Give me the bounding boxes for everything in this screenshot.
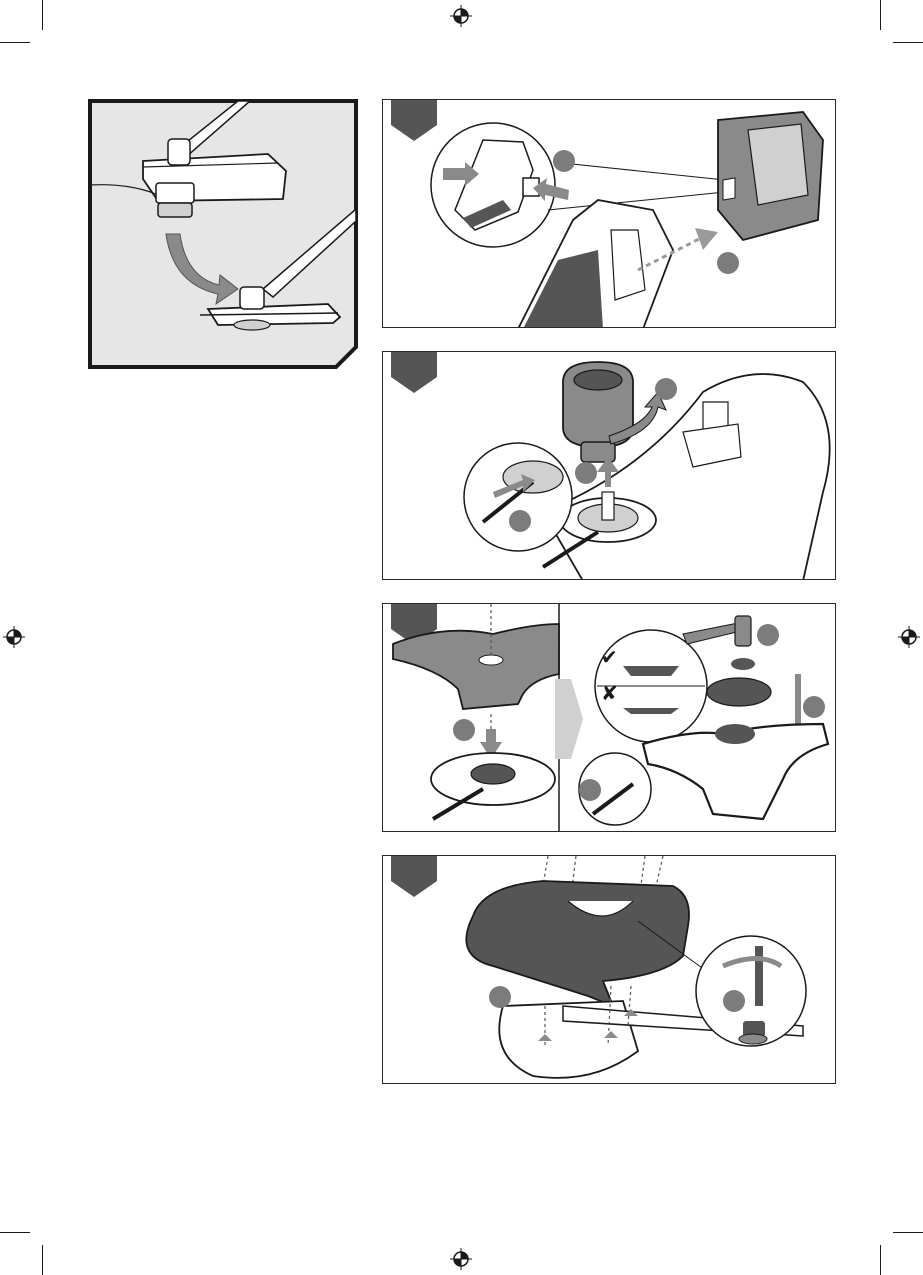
callout-marker: [717, 252, 739, 274]
crop-mark: [893, 42, 923, 43]
crop-mark: [893, 1232, 923, 1233]
callout-marker: [489, 986, 511, 1008]
callout-marker: [723, 990, 745, 1012]
registration-mark-icon: [898, 626, 920, 648]
guard-install-illustration: [383, 856, 836, 1084]
crop-mark: [0, 1232, 30, 1233]
callout-marker: [803, 696, 825, 718]
callout-marker: [453, 719, 475, 741]
battery-removal-illustration: [383, 100, 836, 328]
callout-marker: [579, 779, 601, 801]
crop-mark: [42, 0, 43, 30]
crop-mark: [0, 42, 30, 43]
step-4-panel: [382, 855, 836, 1084]
callout-marker: [509, 510, 531, 532]
step-3-panel: ✔ ✘: [382, 603, 836, 832]
registration-mark-icon: [450, 1248, 472, 1270]
callout-marker: [575, 462, 597, 484]
spool-removal-illustration: [383, 352, 836, 580]
cross-icon: ✘: [601, 683, 618, 705]
step-1-panel: [382, 99, 836, 328]
overview-illustration: [88, 99, 358, 369]
registration-mark-icon: [3, 626, 25, 648]
check-icon: ✔: [601, 647, 618, 669]
crop-mark: [880, 0, 881, 30]
callout-marker: [553, 150, 575, 172]
crop-mark: [42, 1245, 43, 1275]
step-2-panel: [382, 351, 836, 580]
callout-marker: [757, 624, 779, 646]
registration-mark-icon: [450, 5, 472, 27]
crop-mark: [880, 1245, 881, 1275]
callout-marker: [655, 378, 677, 400]
